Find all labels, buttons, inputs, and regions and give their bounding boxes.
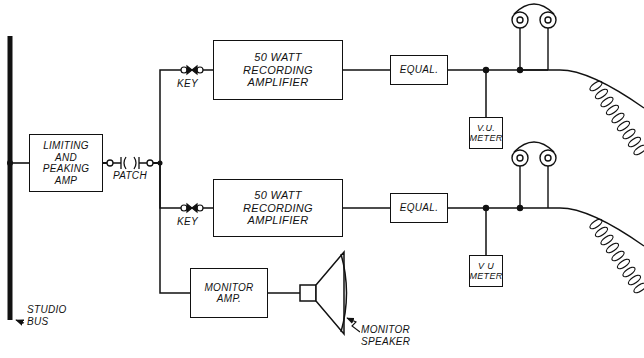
block-label: 50 WATT RECORDING AMPLIFIER [218, 189, 338, 227]
block-label: V U METER [470, 261, 503, 282]
leader-arrow [16, 320, 24, 323]
patch-symbol [107, 157, 153, 169]
junction-dot [158, 161, 163, 166]
annotation-label: KEY [176, 78, 208, 90]
signal-line [448, 70, 486, 117]
block-label: MONITOR AMP. [195, 282, 263, 305]
block-box: 50 WATT RECORDING AMPLIFIER [213, 179, 343, 237]
block-box: EQUAL. [390, 55, 448, 85]
coil-turn [633, 144, 644, 157]
block-box: 50 WATT RECORDING AMPLIFIER [213, 40, 343, 100]
block-box: V U METER [469, 255, 503, 287]
headphones [512, 142, 556, 166]
monitor-speaker [268, 252, 347, 334]
block-label: EQUAL. [400, 64, 438, 76]
output-wiring [484, 28, 644, 108]
coil-turn [633, 282, 644, 295]
block-label: V.U. METER [470, 123, 503, 144]
block-box: EQUAL. [390, 193, 448, 223]
block-box: V.U. METER [469, 117, 503, 149]
key-symbol [181, 204, 203, 212]
signal-line [343, 207, 390, 209]
block-label: LIMITING AND PEAKING AMP [34, 140, 98, 186]
headphones [512, 4, 556, 28]
leader-arrow [347, 318, 360, 332]
annotation-label: KEY [176, 216, 208, 228]
block-box: MONITOR AMP. [190, 268, 268, 318]
block-label: 50 WATT RECORDING AMPLIFIER [218, 51, 338, 89]
annotation-label: MONITOR SPEAKER [360, 324, 424, 347]
signal-line [103, 163, 213, 208]
studio-bus [8, 36, 13, 320]
annotation-label: PATCH [112, 170, 158, 182]
signal-line [448, 208, 486, 255]
key-symbol [181, 66, 203, 74]
block-label: EQUAL. [400, 202, 438, 214]
signal-line [343, 69, 390, 71]
output-wiring [484, 166, 644, 246]
block-box: LIMITING AND PEAKING AMP [29, 134, 103, 192]
signal-line [103, 163, 190, 293]
annotation-label: STUDIO BUS [26, 304, 72, 327]
junction-dot [7, 160, 13, 166]
cutter-coil [589, 80, 644, 295]
signal-line [103, 70, 213, 163]
